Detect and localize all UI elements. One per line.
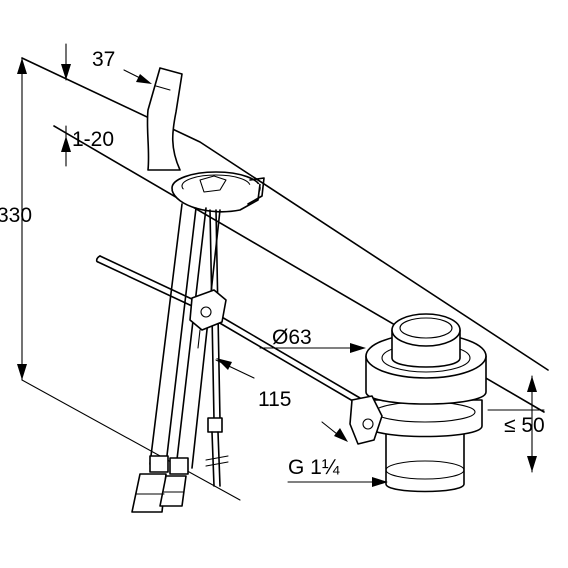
- tap-body: [146, 67, 265, 213]
- supply-hoses: [131, 203, 221, 513]
- drain-assembly: [349, 313, 487, 493]
- deck-thickness-dimension: 1-20: [61, 125, 114, 167]
- height-dimension: 330: [0, 57, 32, 381]
- drain-diameter-dimension: Ø63: [259, 326, 366, 353]
- height-label: 330: [0, 204, 32, 227]
- drain-thread-label: G 1¼: [288, 456, 340, 479]
- lever-offset-label: 115: [258, 388, 291, 411]
- spout-width-dimension: 37: [61, 43, 152, 84]
- spout-width-label: 37: [92, 48, 115, 71]
- drain-height-dimension: ≤ 50: [487, 375, 545, 473]
- drain-height-label: ≤ 50: [504, 414, 545, 437]
- lever-offset-dimension: 115: [215, 358, 291, 411]
- pull-rod: [95, 255, 361, 405]
- drain-diameter-label: Ø63: [272, 326, 312, 349]
- drain-thread-dimension: G 1¼: [287, 421, 388, 487]
- popup-rod: [205, 209, 229, 487]
- deck-thickness-label: 1-20: [72, 128, 114, 151]
